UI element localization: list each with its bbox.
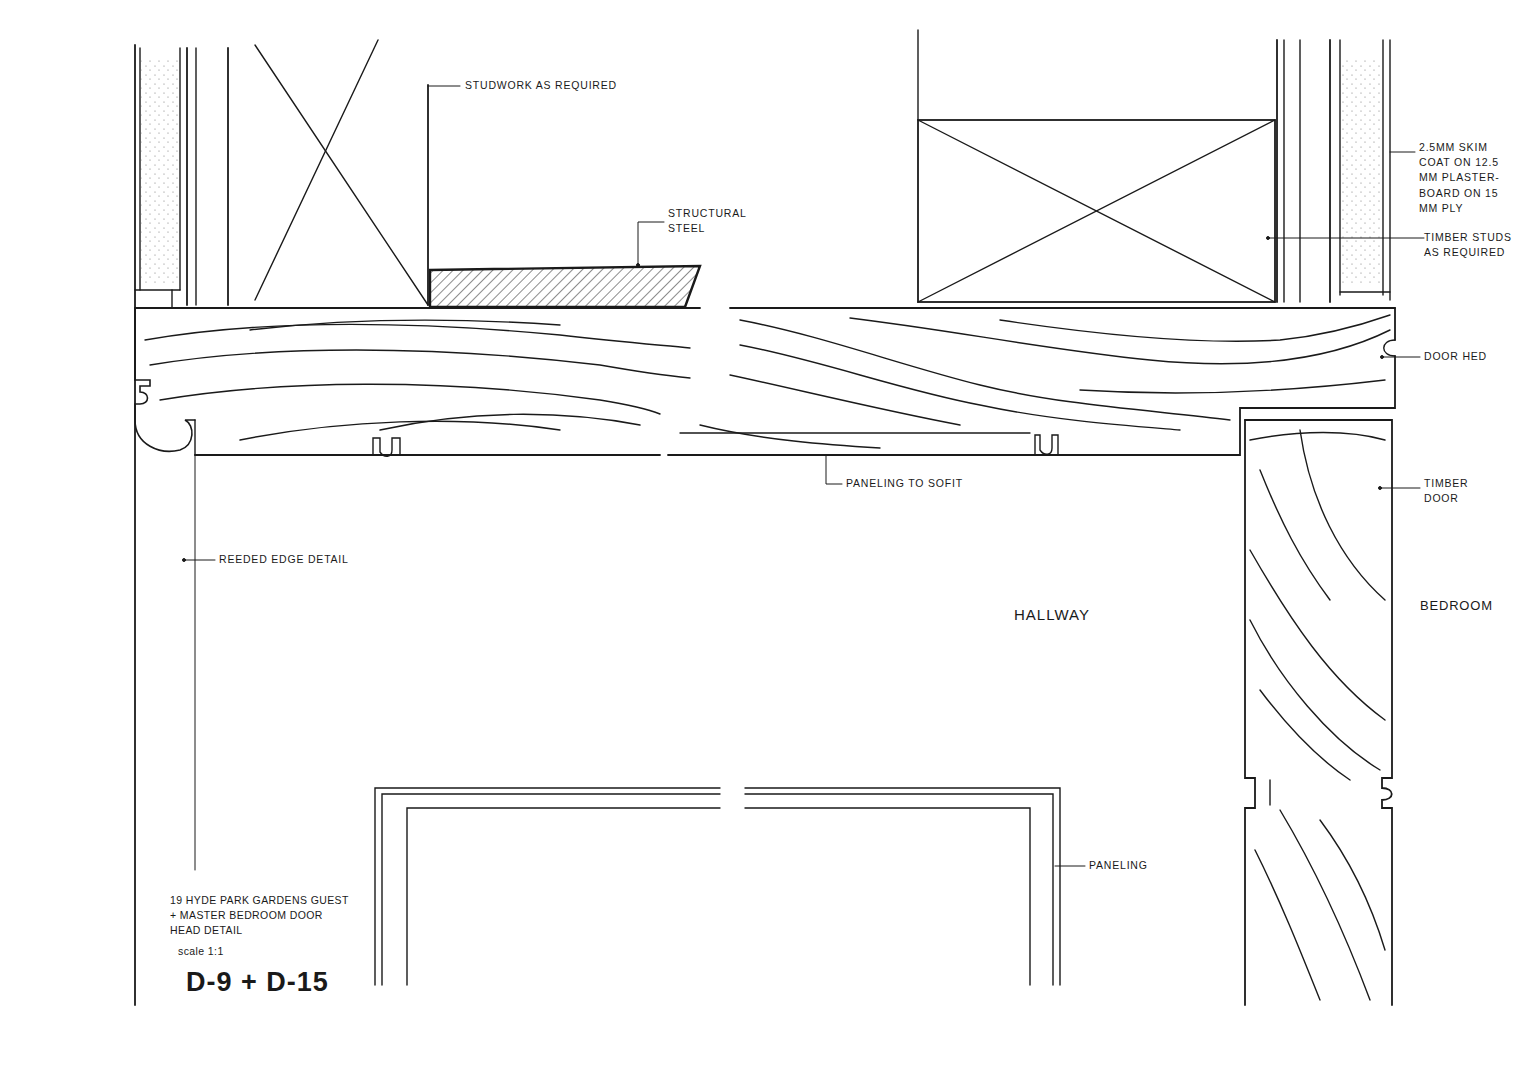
room-name: BEDROOM (1420, 597, 1493, 616)
leader-lines (183, 86, 1425, 870)
room-name: HALLWAY (1014, 604, 1090, 626)
left-wall (135, 45, 228, 1005)
note-label: STRUCTURAL STEEL (668, 206, 748, 236)
title-block: 19 HYDE PARK GARDENS GUEST + MASTER BEDR… (170, 893, 350, 939)
note-label: REEDED EDGE DETAIL (219, 552, 349, 567)
structural-steel (430, 266, 700, 307)
note-label: TIMBER STUDS AS REQUIRED (1424, 230, 1520, 260)
door-head (135, 308, 1395, 456)
timber-block (918, 30, 1275, 302)
timber-door (1245, 420, 1392, 1005)
right-wall (1277, 40, 1390, 302)
drawing-number: D-9 + D-15 (186, 968, 329, 998)
studwork (255, 40, 428, 305)
wall-paneling (375, 788, 1060, 985)
note-label: DOOR HED (1424, 349, 1487, 364)
note-label: PANELING (1089, 858, 1148, 873)
scale-note: scale 1:1 (178, 944, 224, 959)
note-label: PANELING TO SOFIT (846, 476, 963, 491)
note-label: TIMBER DOOR (1424, 476, 1494, 506)
note-label: 2.5MM SKIM COAT ON 12.5 MM PLASTER-BOARD… (1419, 140, 1511, 216)
note-label: STUDWORK AS REQUIRED (465, 78, 617, 93)
